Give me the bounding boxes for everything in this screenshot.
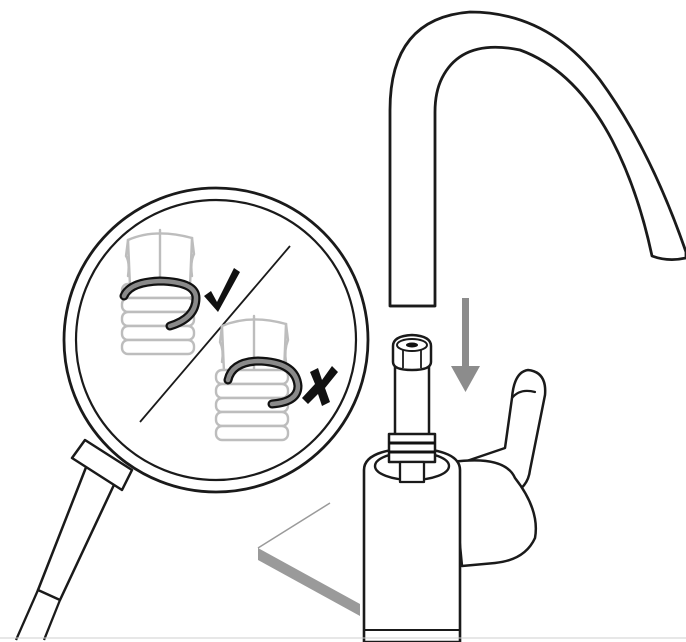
countertop (258, 503, 360, 616)
magnifier-lens (64, 188, 368, 492)
incorrect-fitting (216, 316, 298, 440)
gooseneck-spout (390, 12, 686, 306)
correct-fitting (122, 230, 196, 354)
down-arrow-icon (451, 298, 480, 392)
magnifier-handle (16, 440, 132, 640)
faucet-body (364, 370, 545, 642)
spout-cartridge (389, 335, 435, 482)
